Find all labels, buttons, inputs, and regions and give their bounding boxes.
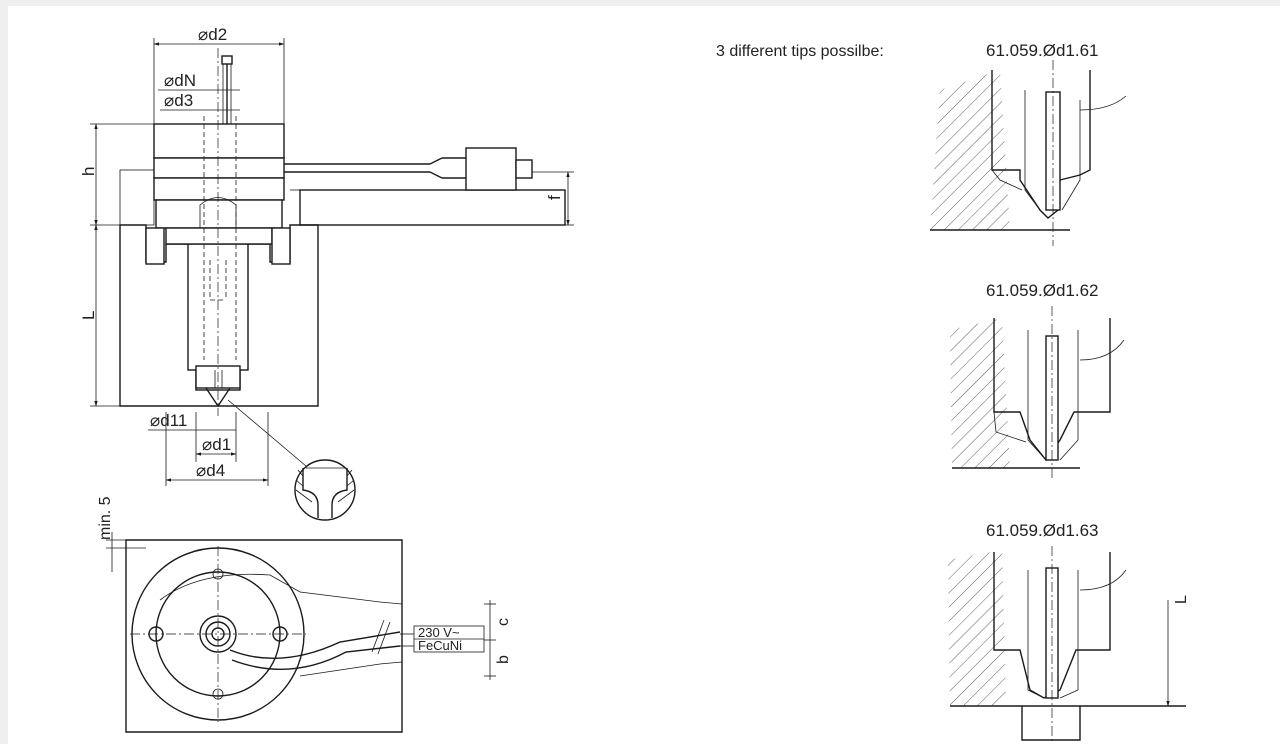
- tip-code-63: 61.059.Ød1.63: [986, 521, 1098, 540]
- tip-dim-L: L: [1173, 595, 1190, 604]
- dim-d11: ⌀d11: [150, 411, 187, 430]
- centre-screw: [221, 55, 233, 124]
- dim-c: c: [495, 618, 512, 626]
- labels: ⌀d2 ⌀dN ⌀d3 h L f ⌀d11 ⌀d1 ⌀d4 min. 5 c …: [79, 25, 1190, 664]
- dim-min: min. 5: [97, 496, 114, 540]
- tip-detail-61: [930, 60, 1127, 246]
- tip-detail-62: [950, 306, 1125, 480]
- dim-d3: ⌀d3: [164, 91, 193, 110]
- detail-callout: [227, 399, 356, 521]
- dim-d2: ⌀d2: [198, 25, 227, 44]
- dim-b: b: [495, 655, 512, 664]
- dim-h: h: [79, 167, 98, 176]
- material-label: FeCuNi: [418, 638, 462, 653]
- cable-outlet: [284, 147, 533, 191]
- dim-d1: ⌀d1: [202, 435, 231, 454]
- section-view: [90, 38, 574, 521]
- nozzle-housing: [145, 123, 291, 408]
- voltage-label: 230 V~: [418, 625, 460, 640]
- dimension-lines: [90, 38, 574, 486]
- tips-heading: 3 different tips possilbe:: [716, 43, 884, 60]
- plan-view: [106, 532, 496, 733]
- dim-L: L: [79, 311, 98, 320]
- dim-dN: ⌀dN: [164, 71, 196, 90]
- tip-code-62: 61.059.Ød1.62: [986, 281, 1098, 300]
- dim-d4: ⌀d4: [196, 461, 225, 480]
- tip-detail-63: [948, 546, 1186, 744]
- dim-f: f: [545, 195, 564, 200]
- tip-code-61: 61.059.Ød1.61: [986, 41, 1098, 60]
